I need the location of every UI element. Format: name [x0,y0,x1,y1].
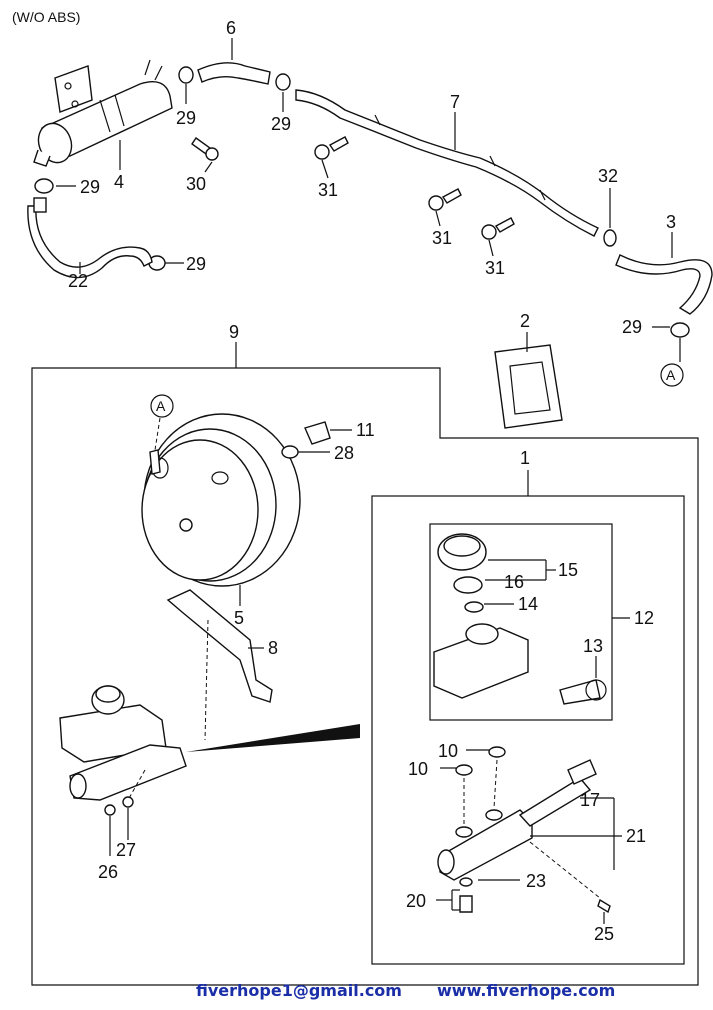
bracket-part [166,589,273,703]
callout-29: 29 [186,254,206,274]
valve-part [304,421,331,445]
callout-29: 29 [622,317,642,337]
master-cylinder-part [437,746,611,914]
hose-part [615,254,713,315]
hose-part [197,62,271,85]
gasket-part [494,344,563,429]
callout-10: 10 [408,759,428,779]
callout-15: 15 [558,560,578,580]
footer-website: www.fiverhope.com [437,981,615,1000]
callout-4: 4 [114,172,124,192]
callout-29: 29 [80,177,100,197]
callout-22: 22 [68,271,88,291]
callout-12: 12 [634,608,654,628]
callout-17: 17 [580,790,600,810]
callout-10: 10 [438,741,458,761]
booster-part [141,413,301,587]
master-cylinder-part [59,685,187,801]
callout-2: 2 [520,311,530,331]
callout-23: 23 [526,871,546,891]
callout-20: 20 [406,891,426,911]
callout-13: 13 [583,636,603,656]
callout-27: 27 [116,840,136,860]
reservoir-part [433,533,607,705]
callout-labels: 6 29 29 4 29 30 31 7 29 22 31 31 32 3 29… [68,18,676,944]
footer-email: fiverhope1@gmail.com [196,981,402,1000]
callout-29: 29 [176,108,196,128]
callout-30: 30 [186,174,206,194]
callout-8: 8 [268,638,278,658]
callout-5: 5 [234,608,244,628]
callout-11: 11 [356,420,375,440]
clamp-part [34,66,690,338]
callout-wedge [186,724,360,752]
callout-25: 25 [594,924,614,944]
callout-6: 6 [226,18,236,38]
callout-29: 29 [271,114,291,134]
reference-label: A [666,367,676,383]
group-frame [31,367,699,986]
reference-label: A [156,398,166,414]
callout-31: 31 [485,258,505,278]
callout-9: 9 [229,322,239,342]
callout-3: 3 [666,212,676,232]
callout-16: 16 [504,572,524,592]
variant-label: (W/O ABS) [12,9,80,25]
callout-26: 26 [98,862,118,882]
callout-21: 21 [626,826,646,846]
callout-32: 32 [598,166,618,186]
callout-31: 31 [318,180,338,200]
canister-part [33,59,173,167]
callout-7: 7 [450,92,460,112]
callout-1: 1 [520,448,530,468]
callout-28: 28 [334,443,354,463]
group-frame [429,523,613,721]
reference-marker [660,363,684,387]
bolt-part [191,136,515,240]
brake-pipe-part [295,89,599,237]
callout-31: 31 [432,228,452,248]
leader-lines [56,38,681,362]
hose-part [27,205,153,279]
callout-14: 14 [518,594,538,614]
